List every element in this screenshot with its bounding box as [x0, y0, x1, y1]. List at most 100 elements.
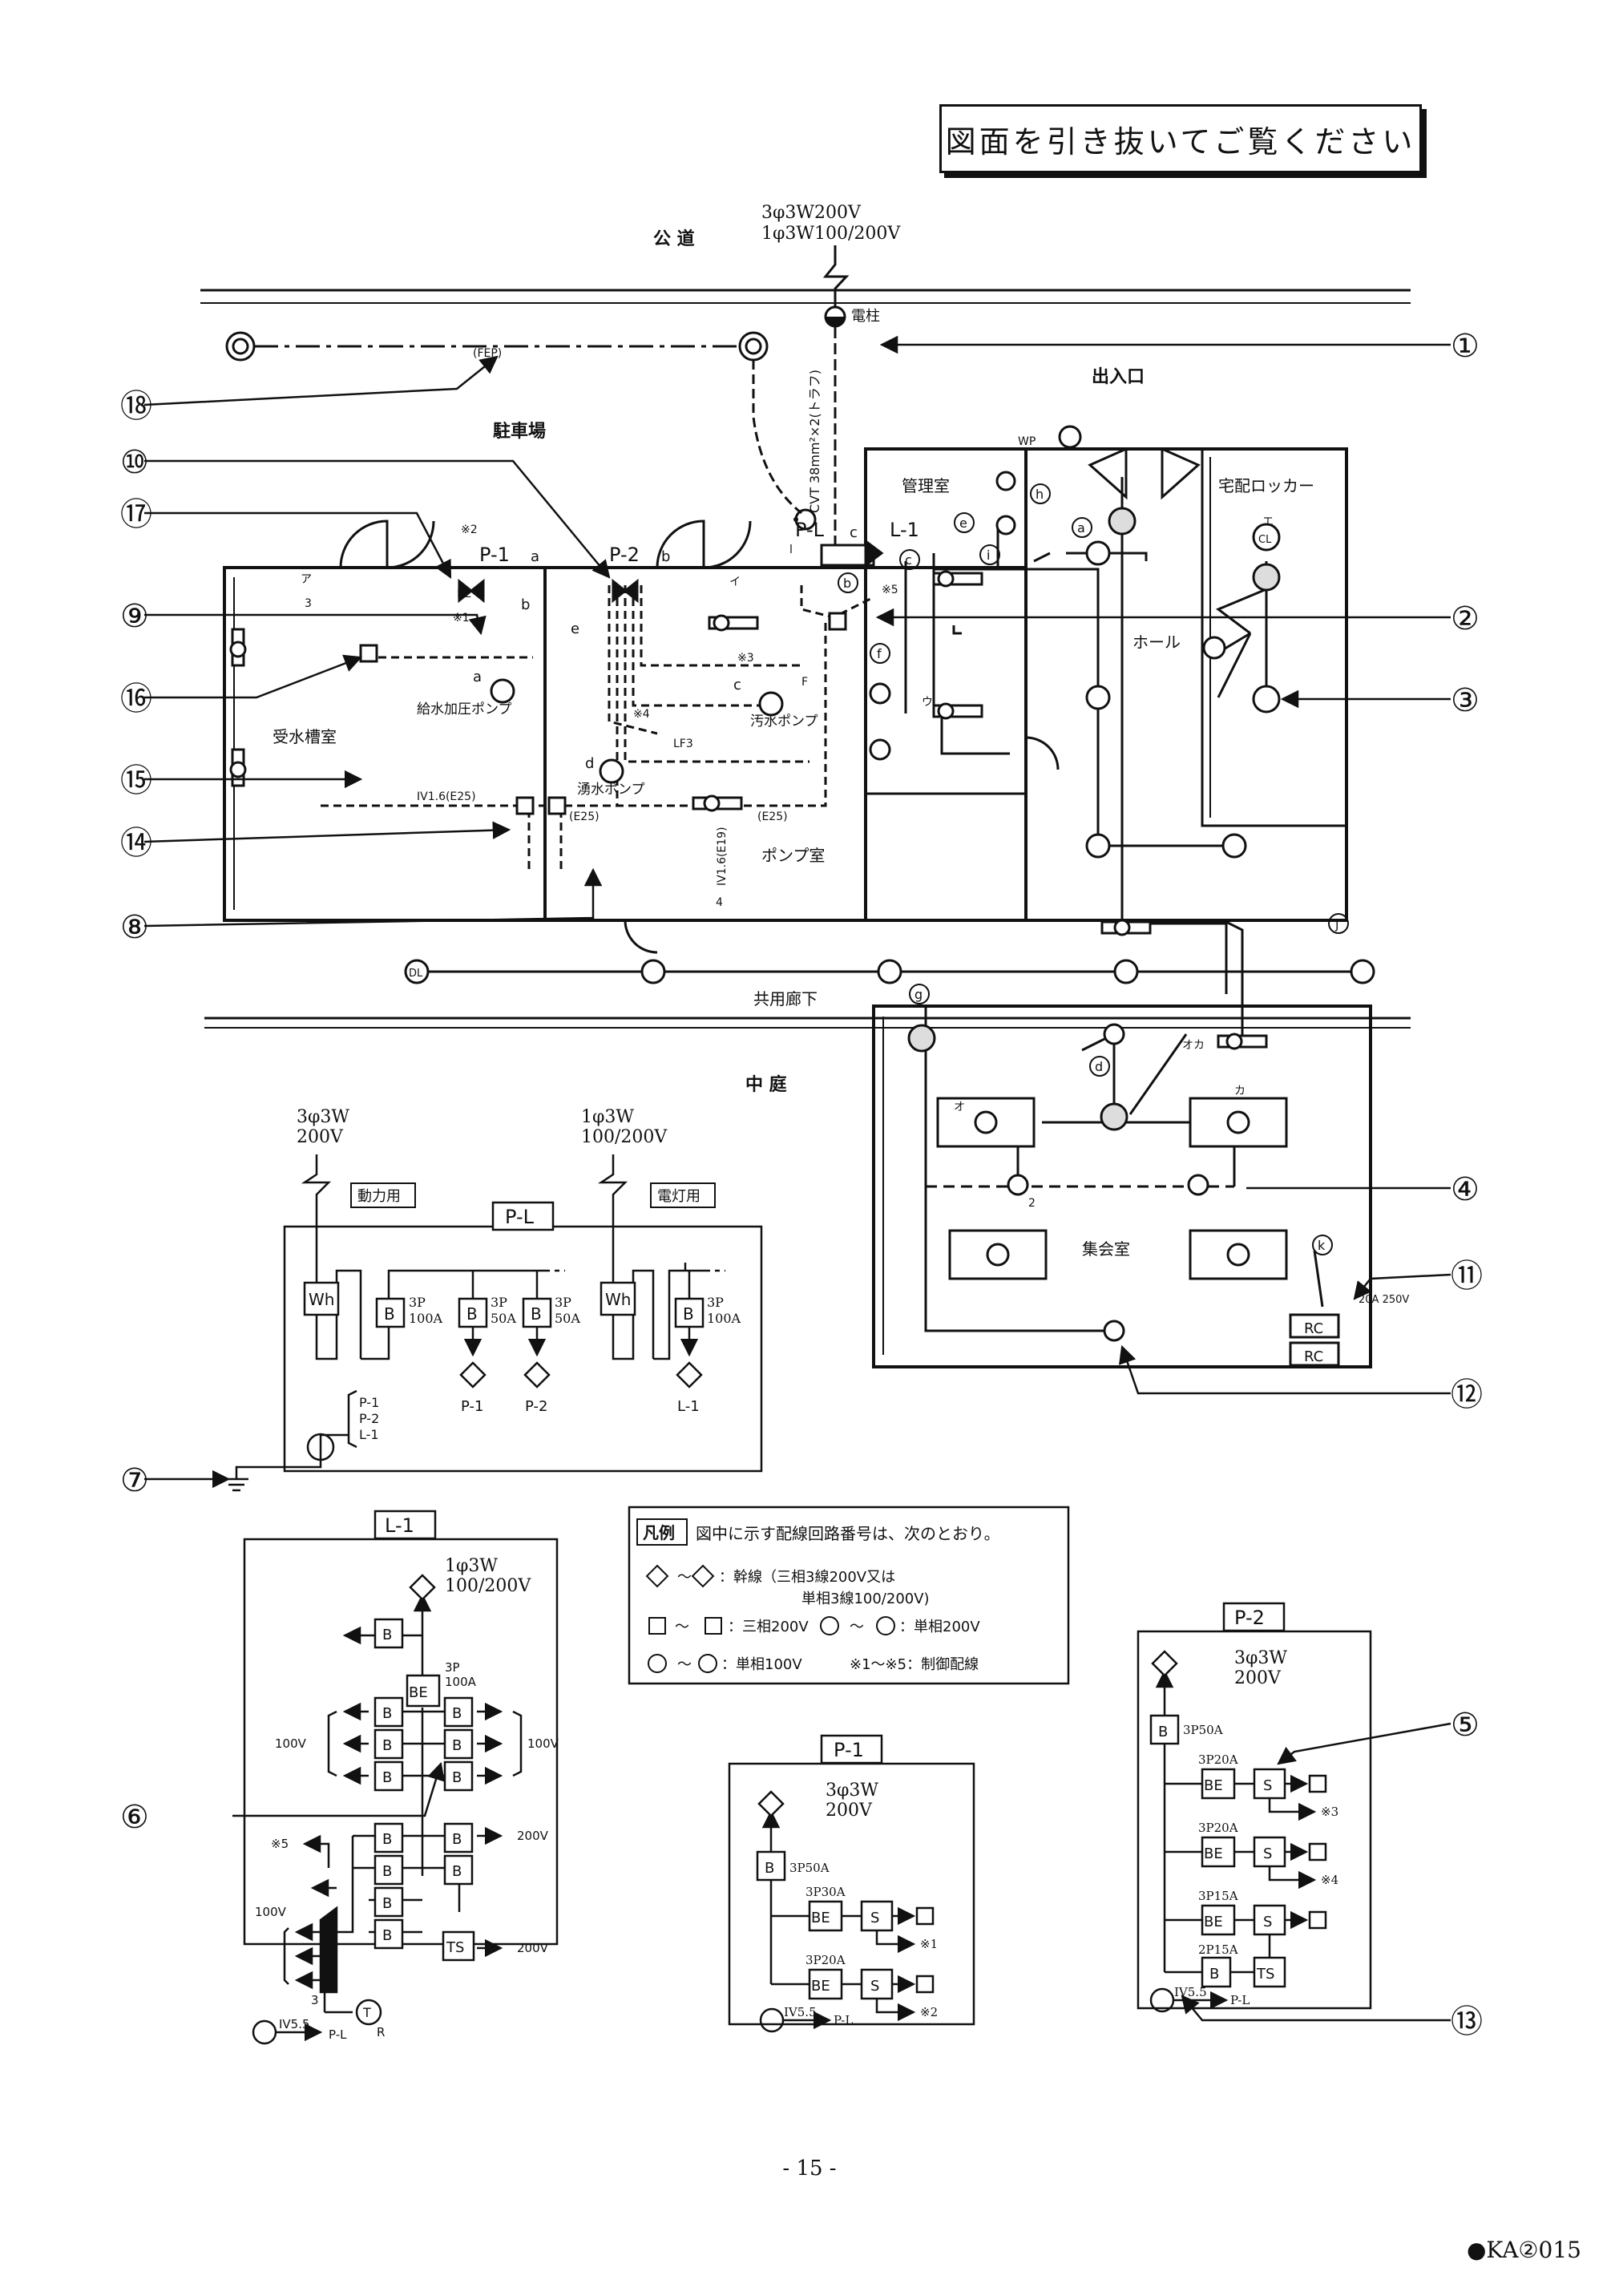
p2-br2: 3P20A [1198, 1821, 1238, 1835]
sw-f: f [877, 646, 882, 661]
l1-ts: TS [446, 1939, 464, 1956]
supply-line-2: 1φ3W100/200V [761, 224, 901, 244]
l1-b-e: B [452, 1737, 462, 1754]
p1-panel: P-1 3φ3W 200V B BE BE S S 3P5 [728, 1734, 975, 2033]
sw-b: b [843, 576, 851, 591]
sw-k: k [1318, 1238, 1326, 1253]
tank-label: 受水槽室 [273, 727, 337, 746]
p2-s2: S [1263, 1845, 1272, 1862]
cable-label: CVT 38mm²×2(トラフ) [807, 370, 822, 513]
legend: 凡例 図中に示す配線回路番号は、次のとおり。 ～ ：幹線（三相3線200V又は … [628, 1506, 1070, 1685]
callout-6: ⑥ [120, 1799, 149, 1836]
legend-intro: 図中に示す配線回路番号は、次のとおり。 [696, 1524, 1000, 1543]
corridor-label: 共用廊下 [753, 989, 818, 1009]
p2-be2: BE [1204, 1845, 1223, 1862]
e25b-label: (E25) [757, 810, 788, 823]
pl-power-use: 動力用 [357, 1188, 401, 1205]
p2-b4: B [1209, 1966, 1219, 1983]
p2-src: 3φ3W [1234, 1648, 1287, 1668]
callout-13: ⑬ [1451, 2003, 1483, 2040]
pl-b4-a: 100A [707, 1311, 741, 1326]
p1-plan-label: P-1 [479, 544, 510, 566]
sw-e: e [959, 515, 967, 531]
callout-numbers: ① ② ③ ④ ⑤ ⑥ ⑦ ⑧ ⑨ ⑩ ⑪ ⑫ ⑬ ⑭ ⑮ ⑯ ⑰ ⑱ [120, 328, 1483, 2040]
p2-b: B [1158, 1724, 1168, 1740]
e-lbl-1: エ [1262, 515, 1274, 528]
n3-plan: ※3 [737, 652, 754, 665]
pl-power-v: 200V [297, 1127, 344, 1147]
u-lbl-1: ウ [922, 696, 933, 709]
callout-9: ⑨ [120, 598, 149, 635]
l1-src: 1φ3W [445, 1556, 498, 1576]
p2-s3: S [1263, 1914, 1272, 1930]
rc2-label: RC [1304, 1348, 1323, 1365]
pl-out-a: P-1 [461, 1398, 483, 1415]
l1-b-i: B [382, 1927, 392, 1944]
fixtures [229, 425, 1375, 1367]
ka-lbl-1: カ [1234, 1085, 1246, 1097]
legend-r3c: ※1～※5：制御配線 [850, 1656, 979, 1673]
pump-c-label: 汚水ポンプ [750, 713, 818, 730]
callout-5: ⑤ [1451, 1707, 1480, 1744]
locker-label: 宅配ロッカー [1218, 476, 1314, 495]
sw-i: i [987, 548, 990, 563]
l1-b-k2: B [452, 1831, 462, 1848]
p1-n2: ※2 [920, 2005, 938, 2019]
iv16e25-label: IV1.6(E25) [417, 790, 476, 803]
pl-b2: B [466, 1304, 478, 1324]
pl-light-src: 1φ3W [581, 1107, 634, 1127]
callout-2: ② [1451, 600, 1480, 637]
two-lbl: 2 [1028, 1197, 1036, 1210]
callout-3: ③ [1451, 682, 1480, 719]
legend-title: 凡例 [643, 1523, 675, 1542]
l1-three: 3 [311, 1993, 319, 2007]
p1-src: 3φ3W [826, 1781, 878, 1801]
handhole-left-icon [225, 331, 256, 362]
entrance-door [1088, 447, 1128, 500]
pl-b2-p: 3P [491, 1295, 507, 1310]
pl-wh-1: Wh [309, 1290, 334, 1309]
l1-panel: L-1 1φ3W 100/200V [243, 1510, 559, 2045]
cl-fixtures [1252, 523, 1281, 713]
pumproom-label: ポンプ室 [761, 846, 825, 865]
pl-out-b: P-2 [525, 1398, 547, 1415]
l1-100h: 100V [255, 1905, 287, 1919]
legend-r2c: ～ [850, 1619, 864, 1635]
pl-gnd-2: P-2 [359, 1411, 379, 1426]
wall-lights [229, 570, 1268, 1050]
three-lbl-1: 3 [305, 597, 312, 610]
c-eb-label: b [661, 548, 670, 565]
assembly-label: 集会室 [1082, 1239, 1130, 1259]
callout-8: ⑧ [120, 909, 149, 946]
callout-17: ⑰ [120, 496, 152, 533]
legend-r3b: ：単相100V [721, 1656, 802, 1673]
p2-be1: BE [1204, 1777, 1223, 1794]
pl-b4-p: 3P [707, 1295, 724, 1310]
doc-code: ●KA②015 [1467, 2237, 1581, 2263]
n4-plan: ※4 [633, 708, 650, 721]
pole-label: 電柱 [851, 308, 880, 325]
sock-label: 20A 250V [1359, 1294, 1409, 1306]
road-label: 公 道 [653, 228, 695, 249]
p2-ts: TS [1256, 1966, 1274, 1983]
p1-b: B [765, 1860, 774, 1877]
l1-200b: 200V [517, 1941, 549, 1955]
switch-letters: e h a c i b f j g d k l [789, 483, 1349, 1255]
l1-100l: 100V [275, 1736, 307, 1751]
legend-r1b: ：幹線（三相3線200V又は [719, 1569, 895, 1586]
l1-b-l1: B [382, 1863, 392, 1880]
p2-n4: ※4 [1321, 1873, 1338, 1887]
n2-plan: ※2 [461, 523, 478, 536]
panel-boxes [820, 539, 884, 568]
sw-d: d [1095, 1059, 1103, 1074]
p2-src-v: 200V [1234, 1668, 1282, 1688]
sw-h: h [1036, 487, 1044, 502]
page-number: - 15 - [782, 2157, 837, 2181]
pump-d-label: 湧水ポンプ [577, 782, 645, 798]
l1-r: R [377, 2025, 385, 2039]
fluorescent-fixtures [465, 974, 1288, 1280]
pl-b1: B [384, 1304, 395, 1324]
callout-12: ⑫ [1451, 1376, 1483, 1413]
legend-r3a: ～ [677, 1656, 692, 1673]
l1-main-a: 100A [445, 1675, 477, 1689]
